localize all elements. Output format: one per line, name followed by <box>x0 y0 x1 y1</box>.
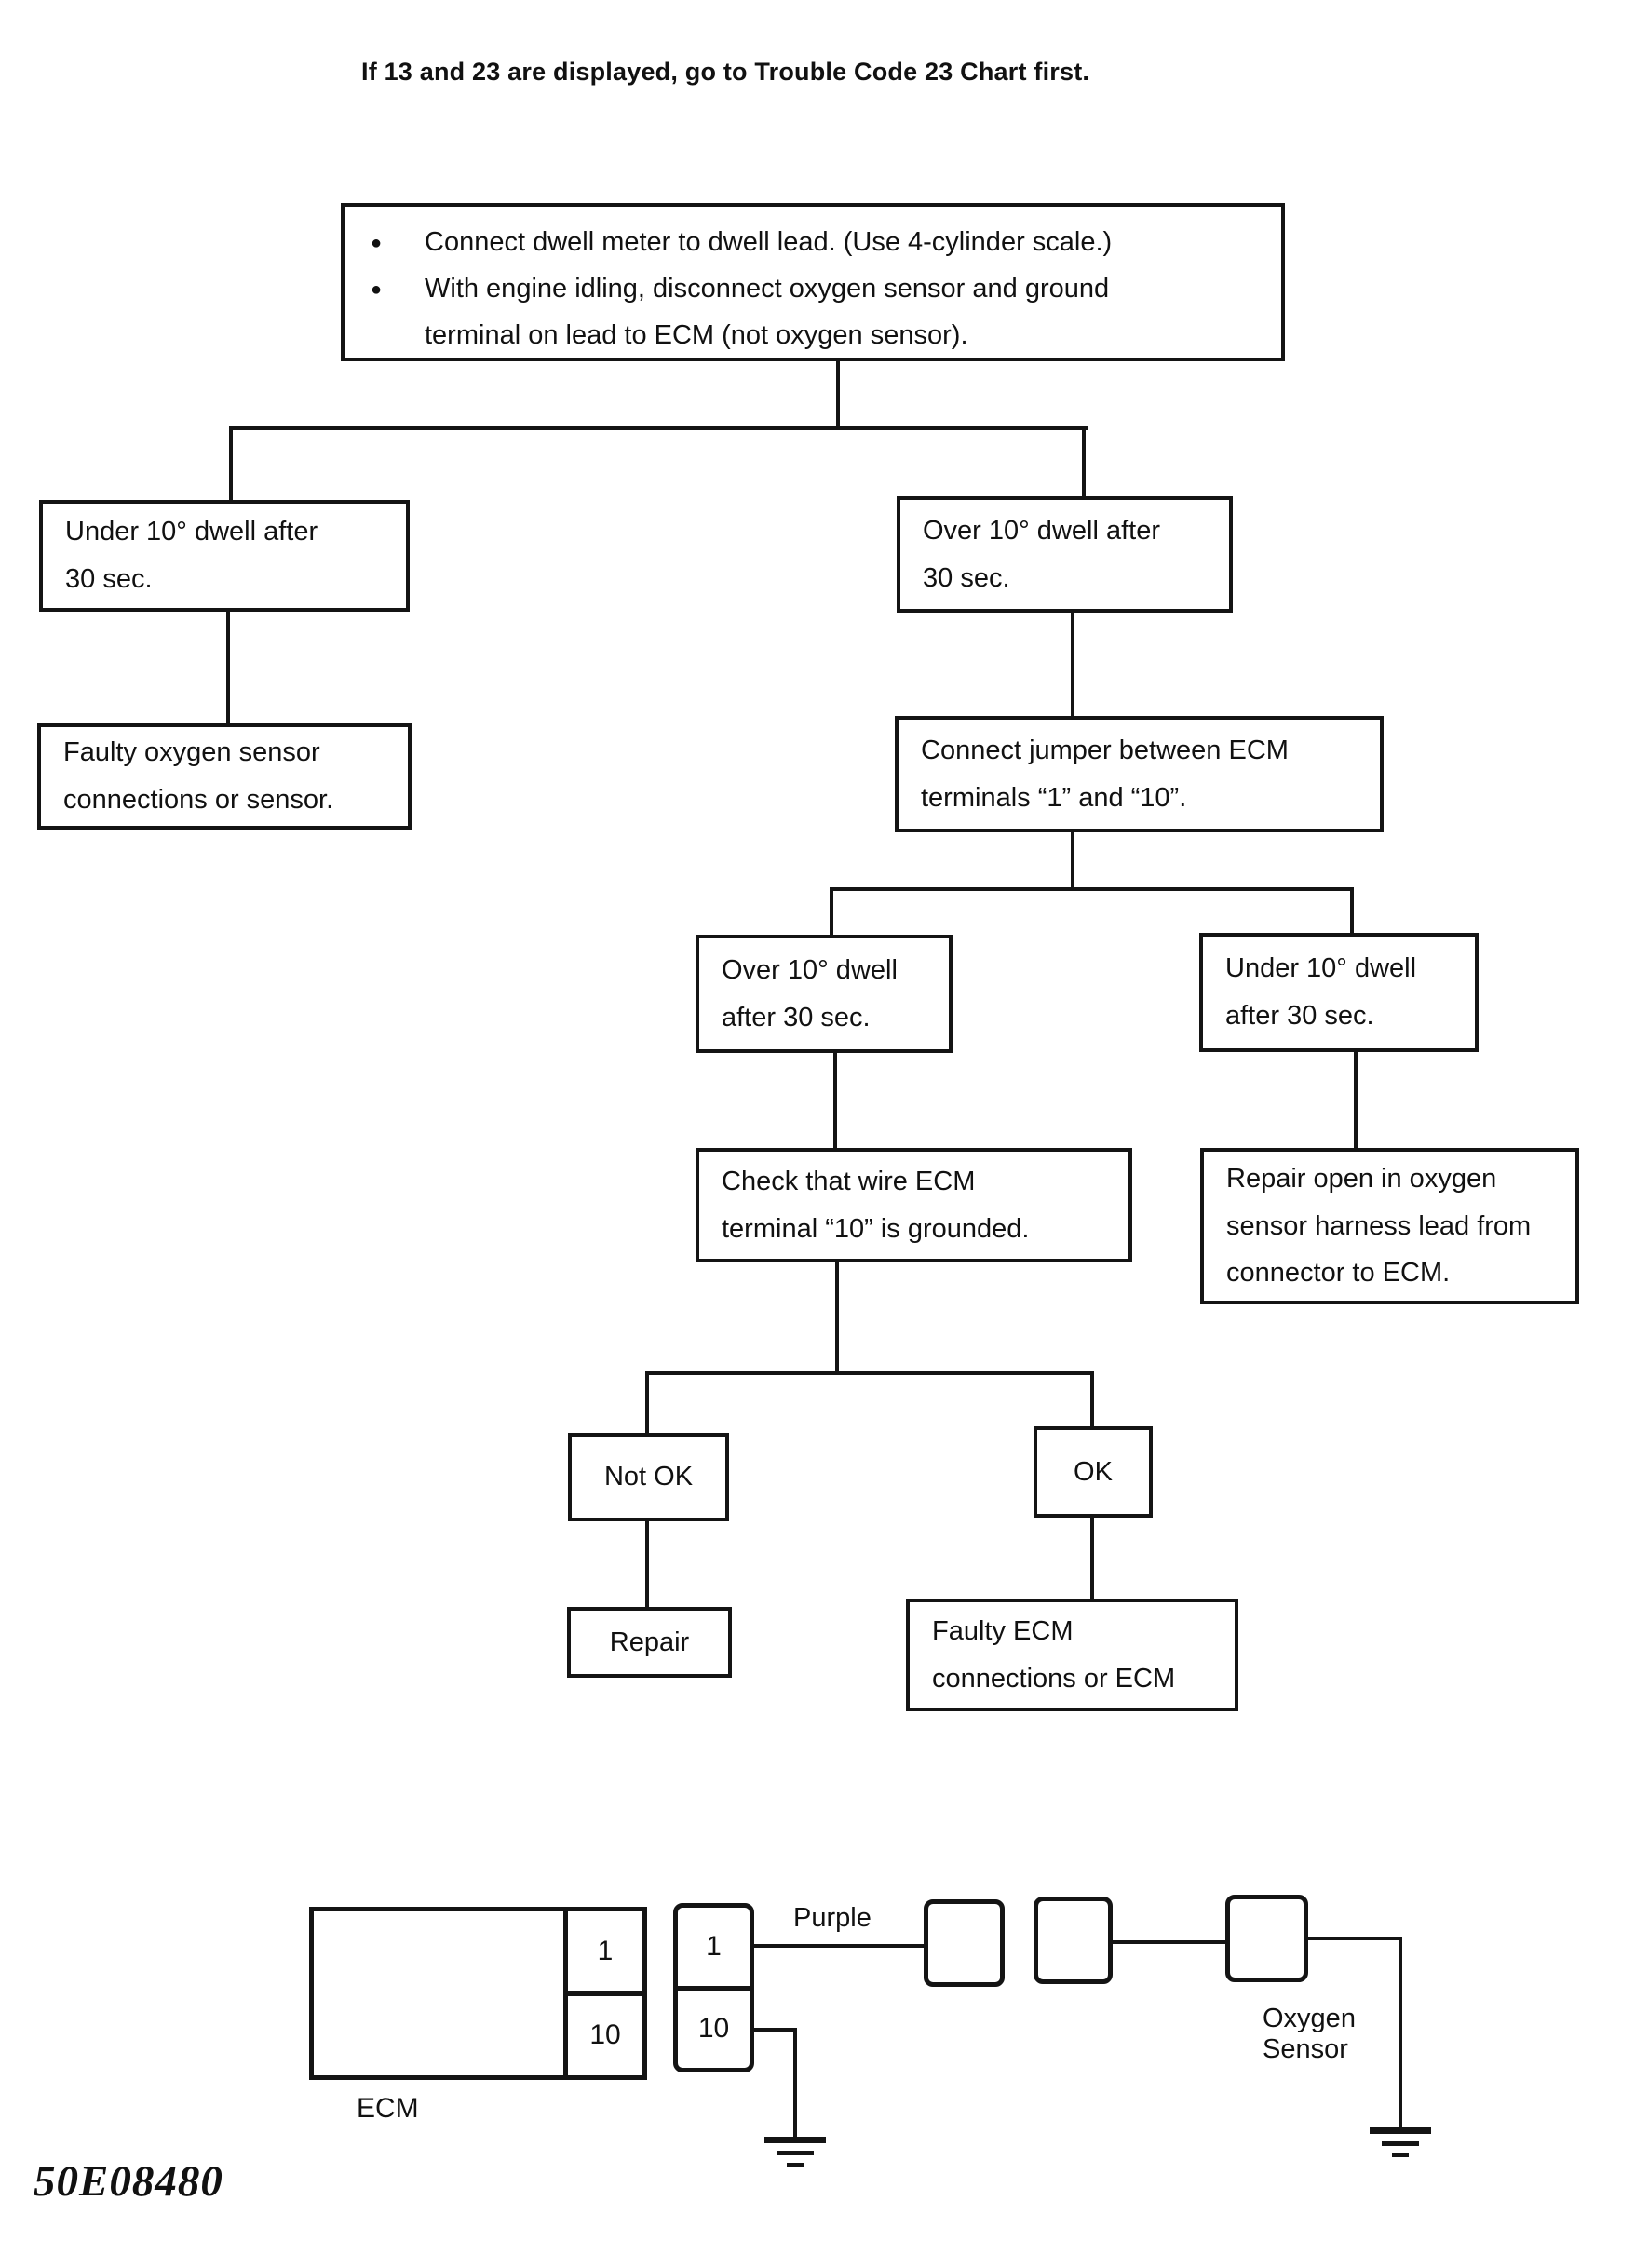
edge-over10-to-jumper <box>1071 613 1074 716</box>
node-start-instructions: ● Connect dwell meter to dwell lead. (Us… <box>341 203 1285 361</box>
edge-branch1-horizontal <box>229 426 1088 430</box>
wire-terminal1-to-connector <box>754 1944 924 1948</box>
edge-branch3-horizontal <box>645 1371 1094 1375</box>
start-bullet-row-1: ● Connect dwell meter to dwell lead. (Us… <box>371 220 1263 266</box>
edge-jumper-down <box>1071 832 1074 891</box>
edge-branch2-right-drop <box>1350 887 1354 933</box>
wire-sensor-ground-drop <box>1399 1937 1402 2127</box>
bullet-icon: ● <box>371 279 383 300</box>
wire-terminal10-ground-drop <box>793 2028 797 2137</box>
oxygen-sensor-label: Oxygen Sensor <box>1263 2004 1356 2064</box>
edge-over10b-to-check <box>833 1053 837 1148</box>
figure-code: 50E08480 <box>34 2157 223 2206</box>
node-under-10-dwell-first: Under 10° dwell after 30 sec. <box>39 500 410 612</box>
node-over-10-dwell-first: Over 10° dwell after 30 sec. <box>897 496 1233 613</box>
node-check-terminal-grounded: Check that wire ECM terminal “10” is gro… <box>696 1148 1132 1262</box>
edge-branch2-horizontal <box>830 887 1354 891</box>
ecm-terminal-column: 1 10 <box>563 1911 642 2075</box>
start-instruction-2: With engine idling, disconnect oxygen se… <box>425 274 1110 350</box>
edge-branch1-right-drop <box>1082 426 1086 500</box>
ecm-connector: 1 10 <box>673 1903 754 2072</box>
ground-symbol-sensor <box>1370 2127 1431 2157</box>
harness-connector-half-a <box>924 1899 1005 1987</box>
edge-ok-to-faulty-ecm <box>1090 1518 1094 1599</box>
node-not-ok: Not OK <box>568 1433 729 1521</box>
edge-branch3-left-drop <box>645 1371 649 1433</box>
node-connect-jumper: Connect jumper between ECM terminals “1”… <box>895 716 1384 832</box>
edge-notok-to-repair <box>645 1521 649 1607</box>
node-under-10-dwell-second: Under 10° dwell after 30 sec. <box>1199 933 1479 1052</box>
node-repair: Repair <box>567 1607 732 1678</box>
wire-color-label: Purple <box>793 1903 872 1933</box>
node-ok: OK <box>1034 1426 1153 1518</box>
wire-terminal10-out <box>754 2028 797 2032</box>
connector-terminal-1: 1 <box>706 1930 722 1962</box>
node-faulty-ecm: Faulty ECM connections or ECM <box>906 1599 1238 1711</box>
edge-start-down <box>836 361 840 430</box>
bullet-icon: ● <box>371 233 383 253</box>
edge-branch1-left-drop <box>229 426 233 500</box>
edge-branch2-left-drop <box>830 887 833 935</box>
wire-connector-to-sensor-connector <box>1113 1940 1225 1944</box>
ecm-body <box>314 1911 563 2075</box>
ecm-terminal-1: 1 <box>597 1935 614 1966</box>
edge-check-down <box>835 1262 839 1375</box>
ecm-box: 1 10 <box>309 1907 647 2080</box>
edge-under10b-to-repair-open <box>1354 1052 1358 1148</box>
edge-branch3-right-drop <box>1090 1371 1094 1426</box>
harness-connector-half-b <box>1034 1897 1113 1984</box>
node-over-10-dwell-second: Over 10° dwell after 30 sec. <box>696 935 953 1053</box>
start-instruction-1: Connect dwell meter to dwell lead. (Use … <box>425 227 1113 257</box>
ecm-terminal-10: 10 <box>568 1991 642 2076</box>
header-note: If 13 and 23 are displayed, go to Troubl… <box>361 58 1090 86</box>
start-bullet-row-2: ● With engine idling, disconnect oxygen … <box>371 266 1263 359</box>
connector-terminal-10: 10 <box>678 1985 750 2069</box>
ecm-label: ECM <box>357 2093 419 2124</box>
oxygen-sensor-connector <box>1225 1895 1308 1982</box>
node-repair-open-harness: Repair open in oxygen sensor harness lea… <box>1200 1148 1579 1304</box>
edge-under10-to-faulty-sensor <box>226 612 230 723</box>
ground-symbol-terminal10 <box>764 2137 826 2167</box>
wire-sensor-to-corner <box>1308 1937 1402 1940</box>
node-faulty-oxygen-sensor: Faulty oxygen sensor connections or sens… <box>37 723 412 830</box>
